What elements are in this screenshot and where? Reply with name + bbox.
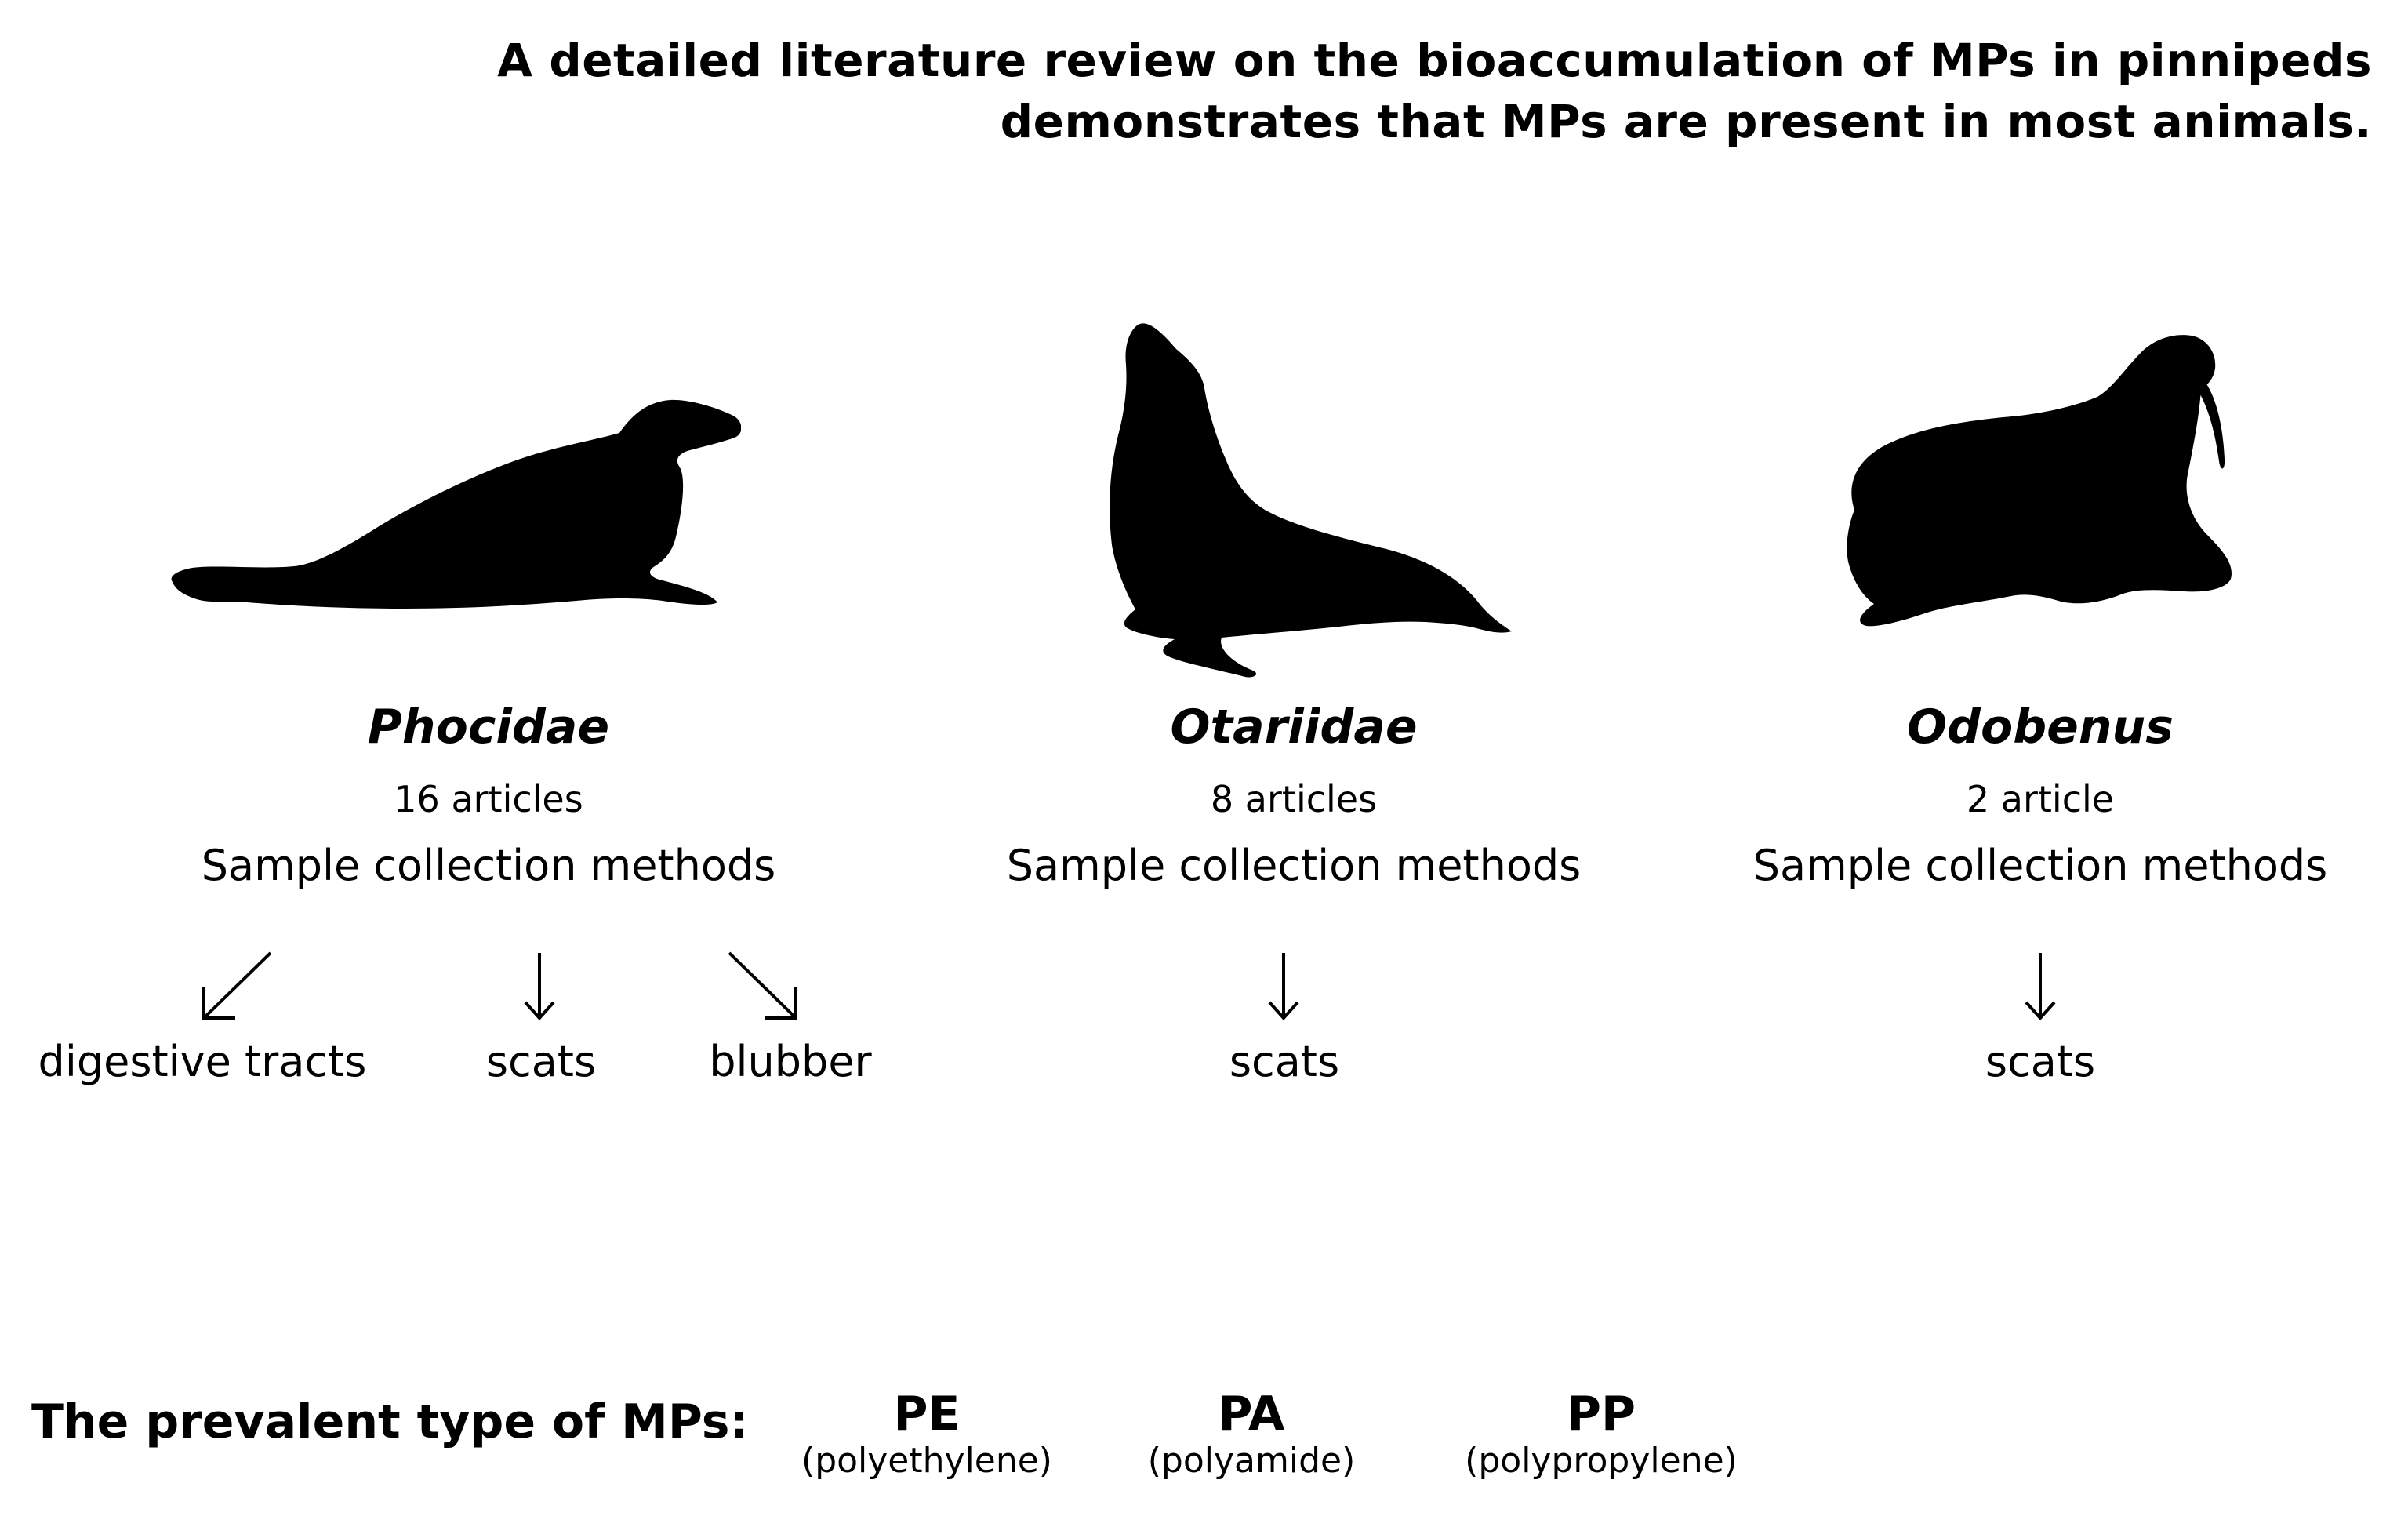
method-label-scats-phocidae: scats	[485, 1037, 597, 1086]
methods-heading-phocidae: Sample collection methods	[201, 841, 776, 890]
arrow-down-icon	[524, 949, 555, 1023]
mp-type-pa: PA (polyamide)	[1148, 1388, 1356, 1482]
mp-type-pe: PE (polyethylene)	[801, 1388, 1052, 1482]
method-label-scats-otariidae: scats	[1229, 1037, 1340, 1086]
mp-type-abbr: PP	[1567, 1387, 1636, 1442]
seal-silhouette-icon	[169, 392, 741, 620]
mp-type-pp: PP (polypropylene)	[1465, 1388, 1738, 1482]
article-count-otariidae: 8 articles	[1210, 778, 1378, 820]
article-count-phocidae: 16 articles	[394, 778, 583, 820]
headline: A detailed literature review on the bioa…	[333, 30, 2372, 152]
method-label-blubber: blubber	[709, 1037, 872, 1086]
walrus-silhouette-icon	[1839, 329, 2278, 651]
family-name-otariidae: Otariidae	[1170, 700, 1418, 754]
arrow-down-icon	[1268, 949, 1299, 1023]
sea-lion-silhouette-icon	[1104, 318, 1512, 678]
headline-line-1: A detailed literature review on the bioa…	[497, 34, 2372, 87]
mp-type-full-name: (polypropylene)	[1465, 1441, 1738, 1481]
arrow-down-left-icon	[196, 949, 282, 1023]
family-name-phocidae: Phocidae	[367, 700, 610, 754]
mp-type-full-name: (polyamide)	[1147, 1441, 1356, 1481]
arrow-down-icon	[2025, 949, 2056, 1023]
mp-type-abbr: PA	[1218, 1387, 1285, 1442]
article-count-odobenus: 2 article	[1966, 778, 2115, 820]
method-label-digestive-tracts: digestive tracts	[38, 1037, 367, 1086]
mp-type-full-name: (polyethylene)	[801, 1441, 1052, 1481]
methods-heading-otariidae: Sample collection methods	[1006, 841, 1582, 890]
methods-heading-odobenus: Sample collection methods	[1752, 841, 2328, 890]
prevalent-types-heading: The prevalent type of MPs:	[31, 1394, 749, 1449]
arrow-down-right-icon	[721, 949, 808, 1023]
headline-line-2: demonstrates that MPs are present in mos…	[1000, 95, 2372, 148]
method-label-scats-odobenus: scats	[1985, 1037, 2096, 1086]
family-name-odobenus: Odobenus	[1907, 700, 2174, 754]
mp-type-abbr: PE	[893, 1387, 961, 1442]
